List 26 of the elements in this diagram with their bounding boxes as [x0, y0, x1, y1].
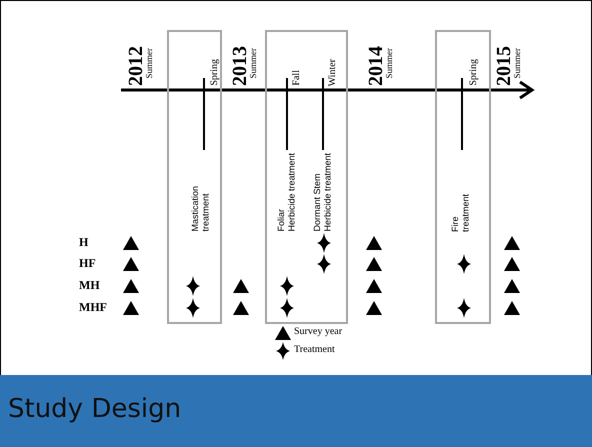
year-label: 2014 — [366, 46, 386, 86]
period-box — [167, 30, 222, 324]
season-label: Summer — [249, 48, 258, 78]
year-label: 2013 — [230, 46, 250, 86]
row-label: MHF — [79, 301, 107, 313]
season-label: Summer — [513, 48, 522, 78]
row-label: MH — [79, 279, 100, 291]
season-label: Fall — [292, 70, 302, 86]
row-label: H — [79, 236, 88, 248]
year-label: 2012 — [126, 46, 146, 86]
season-label: Summer — [385, 48, 394, 78]
treatment-label: Foliar Herbicide treatment — [276, 153, 297, 232]
legend-label: Survey year — [294, 327, 342, 337]
period-box — [265, 30, 348, 324]
period-box — [435, 30, 491, 324]
season-label: Summer — [145, 48, 154, 78]
season-label: Winter — [328, 58, 338, 86]
row-label: HF — [79, 257, 96, 269]
slide-title: Study Design — [8, 394, 182, 424]
legend-label: Treatment — [294, 345, 335, 355]
year-label: 2015 — [494, 46, 514, 86]
treatment-label: Fire treatment — [450, 194, 471, 232]
treatment-label: Dormant Stem Herbicide treatment — [312, 153, 333, 232]
season-label: Spring — [469, 59, 479, 86]
season-label: Spring — [210, 59, 220, 86]
treatment-label: Mastication treatment — [190, 186, 211, 232]
